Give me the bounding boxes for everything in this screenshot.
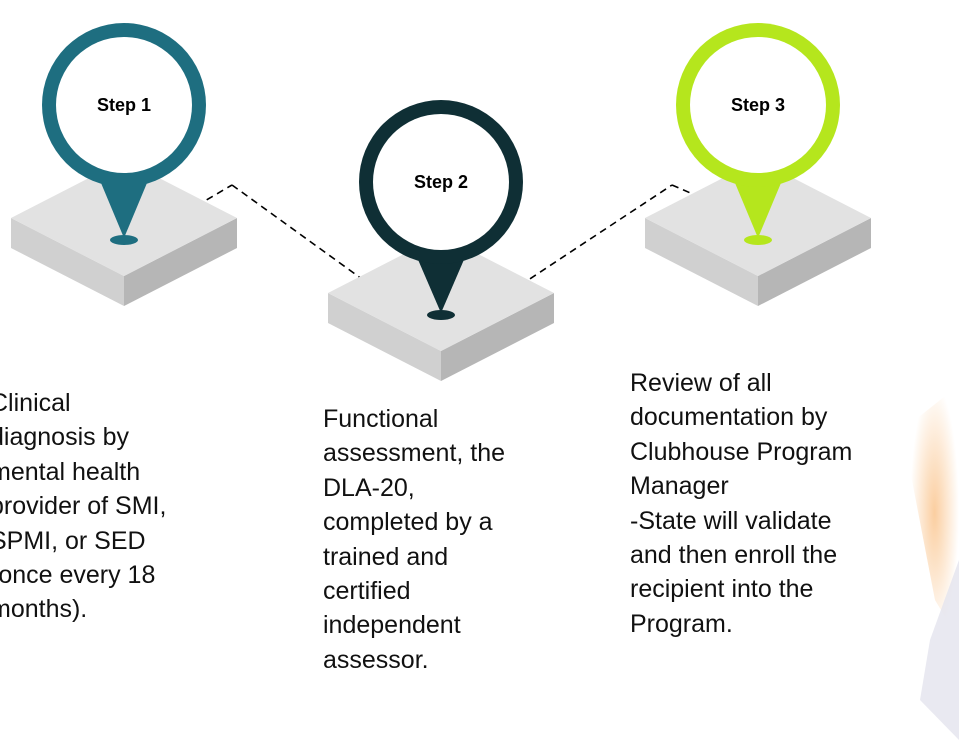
- platform-right-face: [124, 218, 237, 306]
- desc-line: certified: [323, 577, 411, 606]
- desc-line: completed by a: [323, 508, 493, 537]
- desc-line: Functional: [323, 405, 439, 433]
- desc-line: assessor.: [323, 645, 429, 674]
- pin-base-ellipse: [427, 310, 455, 320]
- step-2-label: Step 2: [413, 172, 469, 192]
- step-3-label: Step 3: [730, 95, 786, 115]
- step-3-marker: [645, 23, 871, 306]
- desc-line: independent: [323, 611, 461, 640]
- desc-line: SPMI, or SED: [0, 526, 146, 555]
- desc-line: -State will validate: [630, 506, 832, 535]
- pin-base-ellipse: [744, 235, 772, 245]
- pin-tail: [413, 248, 469, 313]
- platform-left-face: [645, 218, 758, 306]
- platform-left-face: [328, 293, 441, 381]
- desc-line: and then enroll the: [630, 541, 838, 570]
- decor-orange-shape: [910, 385, 959, 640]
- desc-line: recipient into the: [630, 575, 814, 604]
- pin-tail: [96, 171, 152, 238]
- platform-right-face: [758, 218, 871, 306]
- connector-2-3: [509, 184, 673, 293]
- pin-inner-circle: [690, 37, 826, 173]
- step-1-marker: [11, 23, 237, 306]
- desc-line: Clubhouse Program: [630, 437, 853, 466]
- desc-line: Clinical: [0, 389, 71, 417]
- desc-line: diagnosis by: [0, 423, 129, 452]
- platform-right-face: [441, 293, 554, 381]
- desc-line: (once every 18: [0, 561, 156, 590]
- connector-1-2b: [231, 184, 381, 293]
- desc-line: documentation by: [630, 403, 828, 432]
- pin-base-ellipse: [110, 235, 138, 245]
- pin-inner-circle: [373, 114, 509, 250]
- step-1-label: Step 1: [96, 95, 152, 115]
- pin-inner-circle: [56, 37, 192, 173]
- step-3-description: Review of all documentation by Clubhouse…: [630, 366, 852, 641]
- connector-1-2: [185, 184, 233, 213]
- desc-line: Program.: [630, 609, 733, 638]
- step-2-marker: [328, 100, 554, 381]
- desc-line: provider of SMI,: [0, 492, 167, 521]
- desc-line: mental health: [0, 457, 141, 486]
- desc-line: Review of all: [630, 369, 772, 397]
- platform-left-face: [11, 218, 124, 306]
- step-1-description: Clinical diagnosis by mental health prov…: [0, 386, 166, 627]
- decor-gray-shape: [920, 560, 959, 740]
- desc-line: trained and: [323, 542, 449, 571]
- desc-line: Manager: [630, 472, 729, 501]
- step-2-description: Functional assessment, the DLA-20, compl…: [323, 402, 505, 677]
- desc-line: DLA-20,: [323, 473, 415, 502]
- desc-line: assessment, the: [323, 439, 506, 468]
- desc-line: months).: [0, 595, 88, 624]
- pin-tail: [730, 171, 786, 238]
